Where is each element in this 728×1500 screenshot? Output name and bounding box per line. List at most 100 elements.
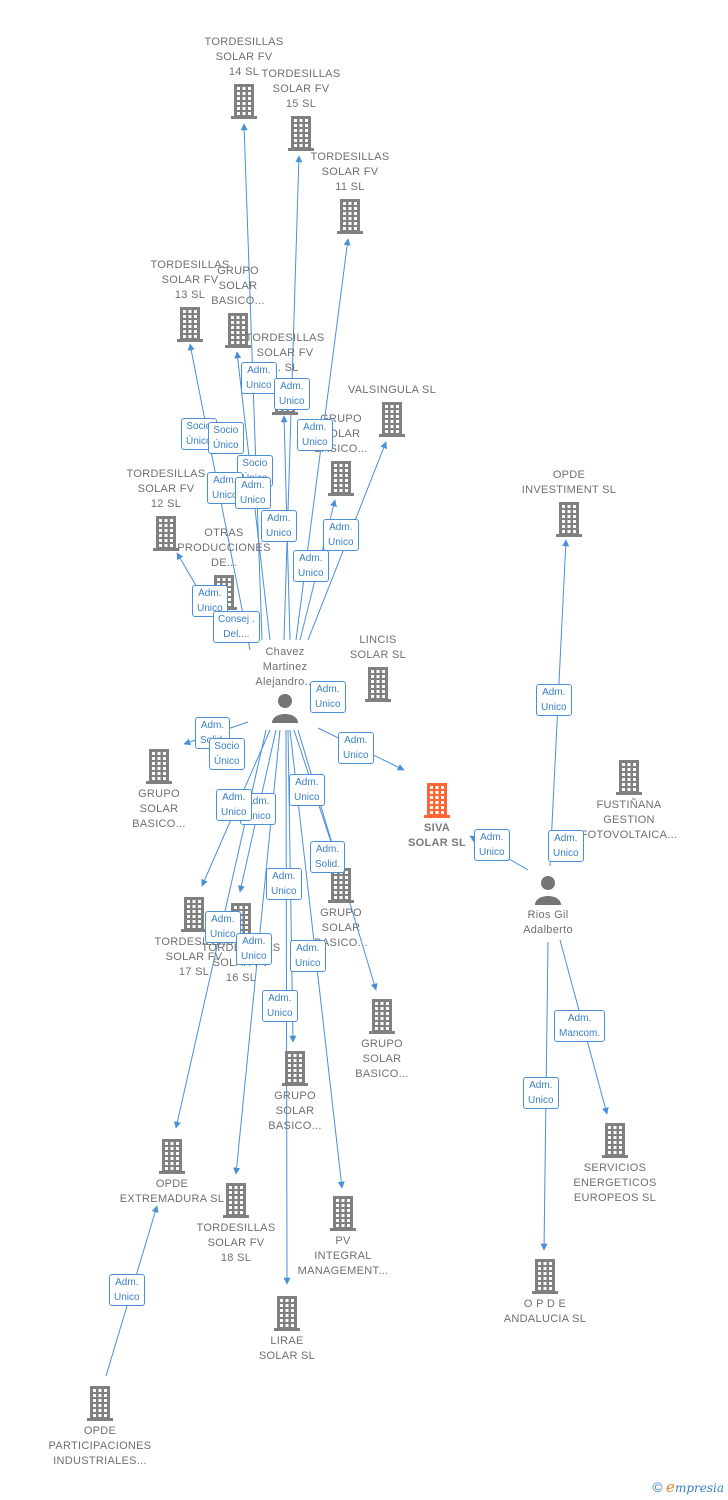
- role-badge[interactable]: Adm. Unico: [310, 681, 346, 713]
- building-icon: [153, 516, 179, 551]
- node-label: GRUPO SOLAR BASICO...: [314, 907, 368, 949]
- node-gsb6[interactable]: GRUPO SOLAR BASICO...: [235, 1050, 355, 1134]
- building-icon: [379, 402, 405, 437]
- role-badge[interactable]: Adm. Unico: [266, 868, 302, 900]
- role-badge[interactable]: Adm. Unico: [241, 362, 277, 394]
- node-gsb4[interactable]: GRUPO SOLAR BASICO...: [281, 867, 401, 951]
- node-label: SERVICIOS ENERGETICOS EUROPEOS SL: [573, 1162, 657, 1204]
- role-badge[interactable]: Adm. Unico: [536, 684, 572, 716]
- role-badge[interactable]: Adm. Solid.: [310, 841, 346, 873]
- role-badge[interactable]: Adm. Unico: [261, 510, 297, 542]
- building-icon: [365, 667, 391, 702]
- node-valsingula[interactable]: VALSINGULA SL: [332, 383, 452, 437]
- role-badge[interactable]: Socio Único: [208, 422, 244, 454]
- node-tfv13[interactable]: TORDESILLAS SOLAR FV 13 SL: [130, 258, 250, 342]
- role-badge[interactable]: Adm. Unico: [338, 732, 374, 764]
- building-icon: [146, 749, 172, 784]
- building-icon: [602, 1123, 628, 1158]
- building-icon: [223, 1183, 249, 1218]
- building-icon: [616, 760, 642, 795]
- building-icon: [424, 783, 450, 818]
- node-label: VALSINGULA SL: [347, 384, 437, 396]
- node-label: TORDESILLAS SOLAR FV 13 SL: [150, 259, 230, 301]
- building-icon: [288, 116, 314, 151]
- node-tfv18[interactable]: TORDESILLAS SOLAR FV 18 SL: [176, 1182, 296, 1266]
- node-opde_inv[interactable]: OPDE INVESTIMENT SL: [509, 468, 629, 537]
- node-label: TORDESILLAS SOLAR FV 11 SL: [310, 151, 390, 193]
- role-badge[interactable]: Adm. Unico: [474, 829, 510, 861]
- node-label: GRUPO SOLAR BASICO...: [211, 265, 265, 307]
- node-tfv12[interactable]: TORDESILLAS SOLAR FV 12 SL: [106, 467, 226, 551]
- node-label: O P D E ANDALUCIA SL: [503, 1298, 587, 1325]
- role-badge[interactable]: Adm. Unico: [262, 990, 298, 1022]
- node-gsb3[interactable]: GRUPO SOLAR BASICO...: [99, 748, 219, 832]
- role-badge[interactable]: Adm. Unico: [205, 911, 241, 943]
- role-badge[interactable]: Adm. Mancom.: [554, 1010, 606, 1042]
- node-label: SIVA SOLAR SL: [407, 822, 466, 849]
- node-label: OPDE PARTICIPACIONES INDUSTRIALES...: [48, 1425, 152, 1467]
- node-pv[interactable]: PV INTEGRAL MANAGEMENT...: [283, 1195, 403, 1279]
- copyright-symbol: ©: [652, 1479, 663, 1495]
- role-badge[interactable]: Adm. Unico: [274, 378, 310, 410]
- node-lirae[interactable]: LIRAE SOLAR SL: [227, 1295, 347, 1364]
- node-label: GRUPO SOLAR BASICO...: [268, 1090, 322, 1132]
- node-gsb5[interactable]: GRUPO SOLAR BASICO...: [322, 998, 442, 1082]
- person-icon: [535, 876, 561, 905]
- node-opde_part[interactable]: OPDE PARTICIPACIONES INDUSTRIALES...: [40, 1385, 160, 1469]
- node-label: OTRAS PRODUCCIONES DE...: [177, 527, 271, 569]
- role-badge[interactable]: Adm. Unico: [523, 1077, 559, 1109]
- building-icon: [532, 1259, 558, 1294]
- building-icon: [282, 1051, 308, 1086]
- node-label: TORDESILLAS SOLAR FV 15 SL: [261, 68, 341, 110]
- role-badge[interactable]: Adm. Unico: [289, 774, 325, 806]
- building-icon: [181, 897, 207, 932]
- person-icon: [272, 694, 298, 723]
- building-icon: [556, 502, 582, 537]
- node-label: Chavez Martinez Alejandro...: [255, 646, 315, 688]
- node-rios[interactable]: Rios Gil Adalberto: [488, 875, 608, 938]
- role-badge[interactable]: Adm. Unico: [293, 550, 329, 582]
- node-label: GRUPO SOLAR BASICO...: [132, 788, 186, 830]
- node-label: PV INTEGRAL MANAGEMENT...: [297, 1235, 389, 1277]
- node-chavez[interactable]: Chavez Martinez Alejandro...: [225, 645, 345, 723]
- node-label: OPDE INVESTIMENT SL: [521, 469, 617, 496]
- node-tfv11[interactable]: TORDESILLAS SOLAR FV 11 SL: [290, 150, 410, 234]
- footer-credit[interactable]: © empresia: [652, 1478, 724, 1496]
- node-label: TORDESILLAS SOLAR FV 12 SL: [126, 468, 206, 510]
- building-icon: [328, 868, 354, 903]
- building-icon: [330, 1196, 356, 1231]
- node-fustinana[interactable]: FUSTIÑANA GESTION FOTOVOLTAICA...: [569, 759, 689, 843]
- building-icon: [177, 307, 203, 342]
- node-label: GRUPO SOLAR BASICO...: [355, 1038, 409, 1080]
- building-icon: [274, 1296, 300, 1331]
- building-icon: [337, 199, 363, 234]
- node-label: OPDE EXTREMADURA SL: [119, 1178, 225, 1205]
- role-badge[interactable]: Adm. Unico: [297, 419, 333, 451]
- role-badge[interactable]: Adm. Unico: [290, 940, 326, 972]
- node-lincis[interactable]: LINCIS SOLAR SL: [318, 633, 438, 702]
- node-gsb1[interactable]: GRUPO SOLAR BASICO...: [178, 264, 298, 348]
- node-opde_and[interactable]: O P D E ANDALUCIA SL: [485, 1258, 605, 1327]
- brand-logo: empresia: [666, 1478, 724, 1496]
- building-icon: [369, 999, 395, 1034]
- node-label: LIRAE SOLAR SL: [258, 1335, 316, 1362]
- node-siva[interactable]: SIVA SOLAR SL: [377, 782, 497, 851]
- node-tfv15[interactable]: TORDESILLAS SOLAR FV 15 SL: [241, 67, 361, 151]
- role-badge[interactable]: Adm. Unico: [548, 830, 584, 862]
- node-opde_ext[interactable]: OPDE EXTREMADURA SL: [112, 1138, 232, 1207]
- role-badge[interactable]: Adm. Unico: [323, 519, 359, 551]
- role-badge[interactable]: Adm. Unico: [236, 933, 272, 965]
- node-label: TORDESILLAS SOLAR FV 14 SL: [204, 36, 284, 78]
- node-label: LINCIS SOLAR SL: [349, 634, 407, 661]
- role-badge[interactable]: Socio Único: [209, 738, 245, 770]
- role-badge[interactable]: Adm. Unico: [235, 477, 271, 509]
- building-icon: [225, 313, 251, 348]
- role-badge[interactable]: Adm. Unico: [109, 1274, 145, 1306]
- role-badge[interactable]: Adm. Unico: [216, 789, 252, 821]
- node-tfv14[interactable]: TORDESILLAS SOLAR FV 14 SL: [184, 35, 304, 119]
- node-servicios[interactable]: SERVICIOS ENERGETICOS EUROPEOS SL: [555, 1122, 675, 1206]
- role-badge[interactable]: Consej . Del....: [213, 611, 260, 643]
- building-icon: [159, 1139, 185, 1174]
- building-icon: [328, 461, 354, 496]
- building-icon: [87, 1386, 113, 1421]
